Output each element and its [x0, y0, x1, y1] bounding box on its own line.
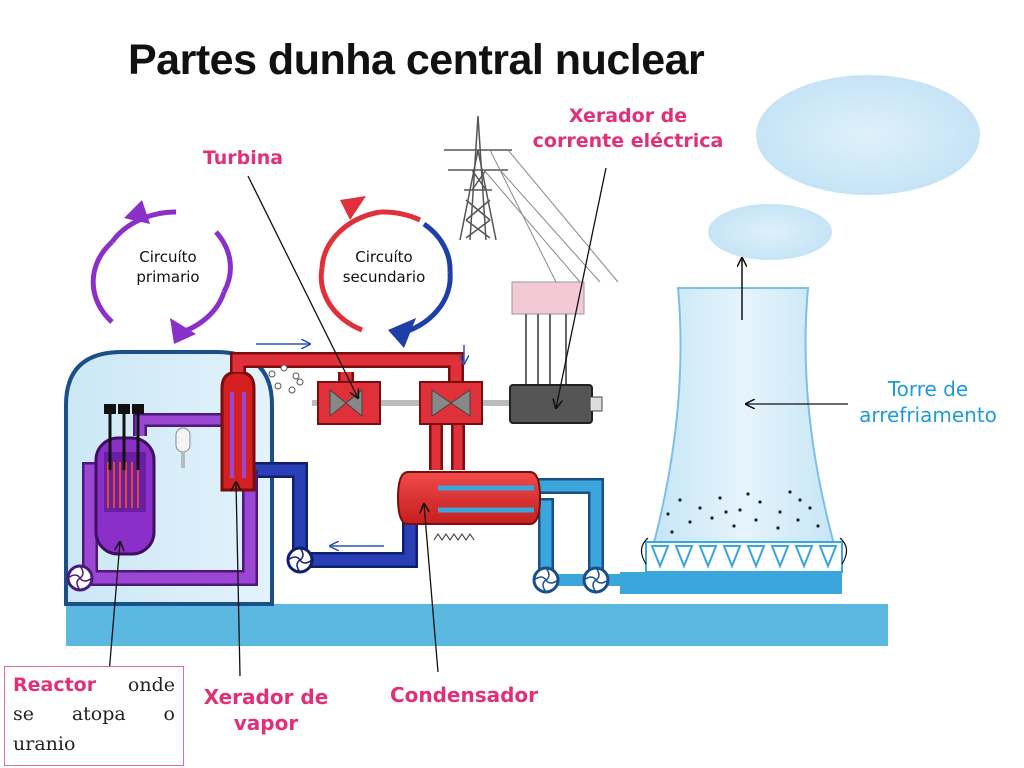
condenser [396, 471, 542, 542]
label-reactor-word: Reactor [13, 674, 97, 696]
label-xerador-corrente-line2: corrente eléctrica [532, 129, 724, 152]
flow-arrows [256, 344, 464, 546]
label-reactor-line2: se atopa o [13, 703, 175, 726]
label-torre-line1: Torre de [887, 377, 969, 401]
steam-bubbles [268, 364, 304, 394]
label-xerador-vapor: Xerador de vapor [196, 684, 336, 736]
page-title: Partes dunha central nuclear [128, 36, 705, 84]
cooling-tower [620, 258, 848, 594]
pressurizer [175, 427, 191, 468]
label-condensador: Condensador [384, 682, 544, 708]
steam-clouds [708, 75, 980, 260]
label-xerador-corrente: Xerador de corrente eléctrica [520, 104, 736, 153]
label-circuito-primario-line2: primario [136, 267, 200, 286]
label-circuito-secundario-line1: Circuíto [355, 248, 413, 266]
label-reactor-line1: onde [127, 674, 175, 696]
transformer [511, 281, 585, 385]
label-torre: Torre de arrefriamento [848, 376, 1008, 428]
pump-icon [582, 566, 610, 594]
label-xerador-vapor-line2: vapor [233, 711, 299, 735]
circuit-cycle-arrow-icon [318, 196, 453, 348]
steam-pipes [230, 352, 465, 470]
label-xerador-vapor-line1: Xerador de [203, 685, 329, 709]
label-circuito-secundario: Circuíto secundario [334, 248, 434, 287]
label-condensador-text: Condensador [389, 683, 539, 707]
label-circuito-primario-line1: Circuíto [139, 248, 197, 266]
label-xerador-corrente-line1: Xerador de [568, 105, 688, 127]
circuit-cycle-arrow-icon [90, 200, 233, 344]
label-torre-line2: arrefriamento [859, 403, 997, 427]
pump-icon [66, 564, 94, 592]
pump-icon [286, 546, 314, 574]
turbines [312, 381, 602, 425]
reactor-vessel [94, 404, 156, 556]
steam-generator [220, 370, 256, 492]
label-reactor-line3: uranio [13, 732, 76, 755]
label-reactor: Reactor onde se atopa o uranio [4, 666, 184, 766]
power-line-tower-icon [444, 115, 619, 283]
ground-slab [66, 604, 888, 646]
electric-generator [509, 384, 603, 424]
pump-icon [532, 566, 560, 594]
label-turbina: Turbina [196, 146, 290, 171]
label-turbina-text: Turbina [202, 147, 284, 169]
label-circuito-primario: Circuíto primario [118, 248, 218, 287]
label-circuito-secundario-line2: secundario [342, 267, 426, 286]
